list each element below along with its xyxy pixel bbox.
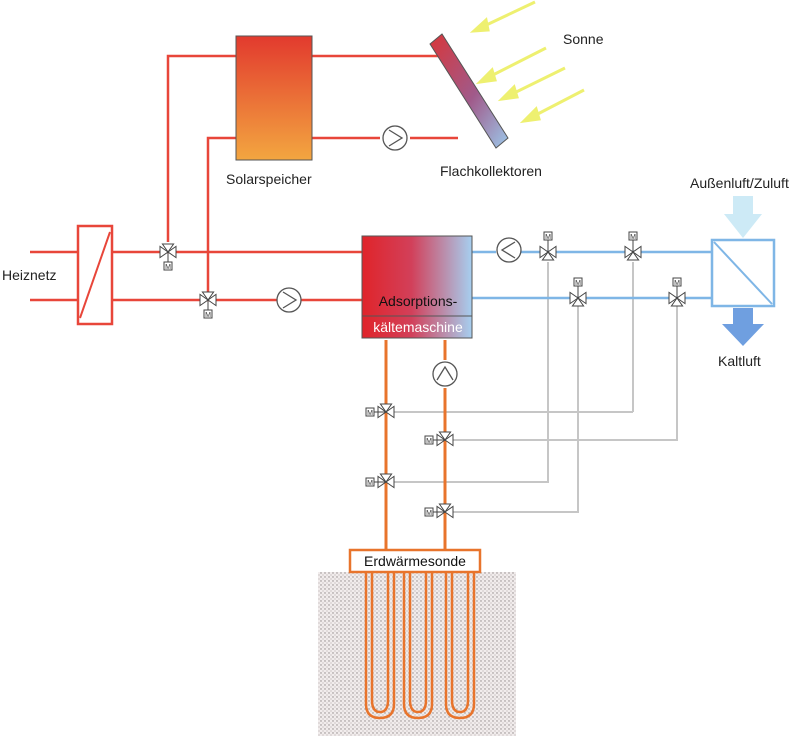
adsorption-chiller bbox=[361, 235, 473, 339]
three-way-valve-icon: M bbox=[539, 231, 557, 261]
sonne-label: Sonne bbox=[563, 31, 604, 47]
pump-icon bbox=[276, 287, 302, 313]
flachkollektoren-label: Flachkollektoren bbox=[440, 163, 542, 179]
cold-air-arrow-icon bbox=[722, 308, 764, 346]
pump-icon bbox=[496, 237, 522, 263]
solarspeicher-label: Solarspeicher bbox=[226, 171, 312, 187]
three-way-valve-icon: M bbox=[159, 243, 177, 271]
valve-motor-label: M bbox=[367, 480, 373, 487]
air-hx-diagonal bbox=[713, 241, 773, 305]
three-way-valve-icon: M bbox=[199, 291, 217, 319]
valve-motor-label: M bbox=[630, 234, 636, 241]
valve-motor-label: M bbox=[426, 438, 432, 445]
valve-motor-label: M bbox=[575, 280, 581, 287]
ground-area bbox=[318, 572, 516, 736]
flachkollektor-panel bbox=[429, 33, 509, 149]
erdwaermesonde-label: Erdwärmesonde bbox=[364, 553, 466, 569]
valve-motor-label: M bbox=[674, 280, 680, 287]
three-way-valve-icon: M bbox=[365, 403, 395, 419]
adsorption-label-2: kältemaschine bbox=[373, 319, 463, 335]
aussenluft-label: Außenluft/Zuluft bbox=[690, 175, 789, 191]
heiznetz-label: Heiznetz bbox=[2, 267, 56, 283]
valve-motor-label: M bbox=[205, 312, 211, 319]
three-way-valve-icon: M bbox=[424, 431, 454, 447]
outside-air-arrow-icon bbox=[724, 196, 762, 238]
three-way-valve-icon: M bbox=[569, 277, 587, 307]
valve-motor-label: M bbox=[367, 410, 373, 417]
three-way-valve-icon: M bbox=[668, 277, 686, 307]
ground-pipes bbox=[384, 340, 447, 552]
valve-motor-label: M bbox=[165, 264, 171, 271]
erdwaermesonde-box bbox=[348, 548, 482, 574]
pump-icon bbox=[432, 361, 458, 387]
solarspeicher-tank bbox=[235, 35, 313, 161]
borehole-loops bbox=[364, 572, 476, 720]
control-lines bbox=[386, 262, 678, 513]
adsorption-label-1: Adsorptions- bbox=[379, 293, 458, 309]
heat-exchanger-diagonal bbox=[79, 231, 111, 319]
valve-motor-label: M bbox=[545, 234, 551, 241]
hot-water-pipes bbox=[30, 54, 458, 302]
three-way-valve-icon: M bbox=[624, 231, 642, 261]
kaltluft-label: Kaltluft bbox=[718, 353, 761, 369]
sun-rays-icon bbox=[469, 0, 585, 124]
pump-icon bbox=[382, 125, 408, 151]
three-way-valve-icon: M bbox=[424, 503, 454, 519]
three-way-valve-icon: M bbox=[365, 473, 395, 489]
valve-motor-label: M bbox=[426, 510, 432, 517]
